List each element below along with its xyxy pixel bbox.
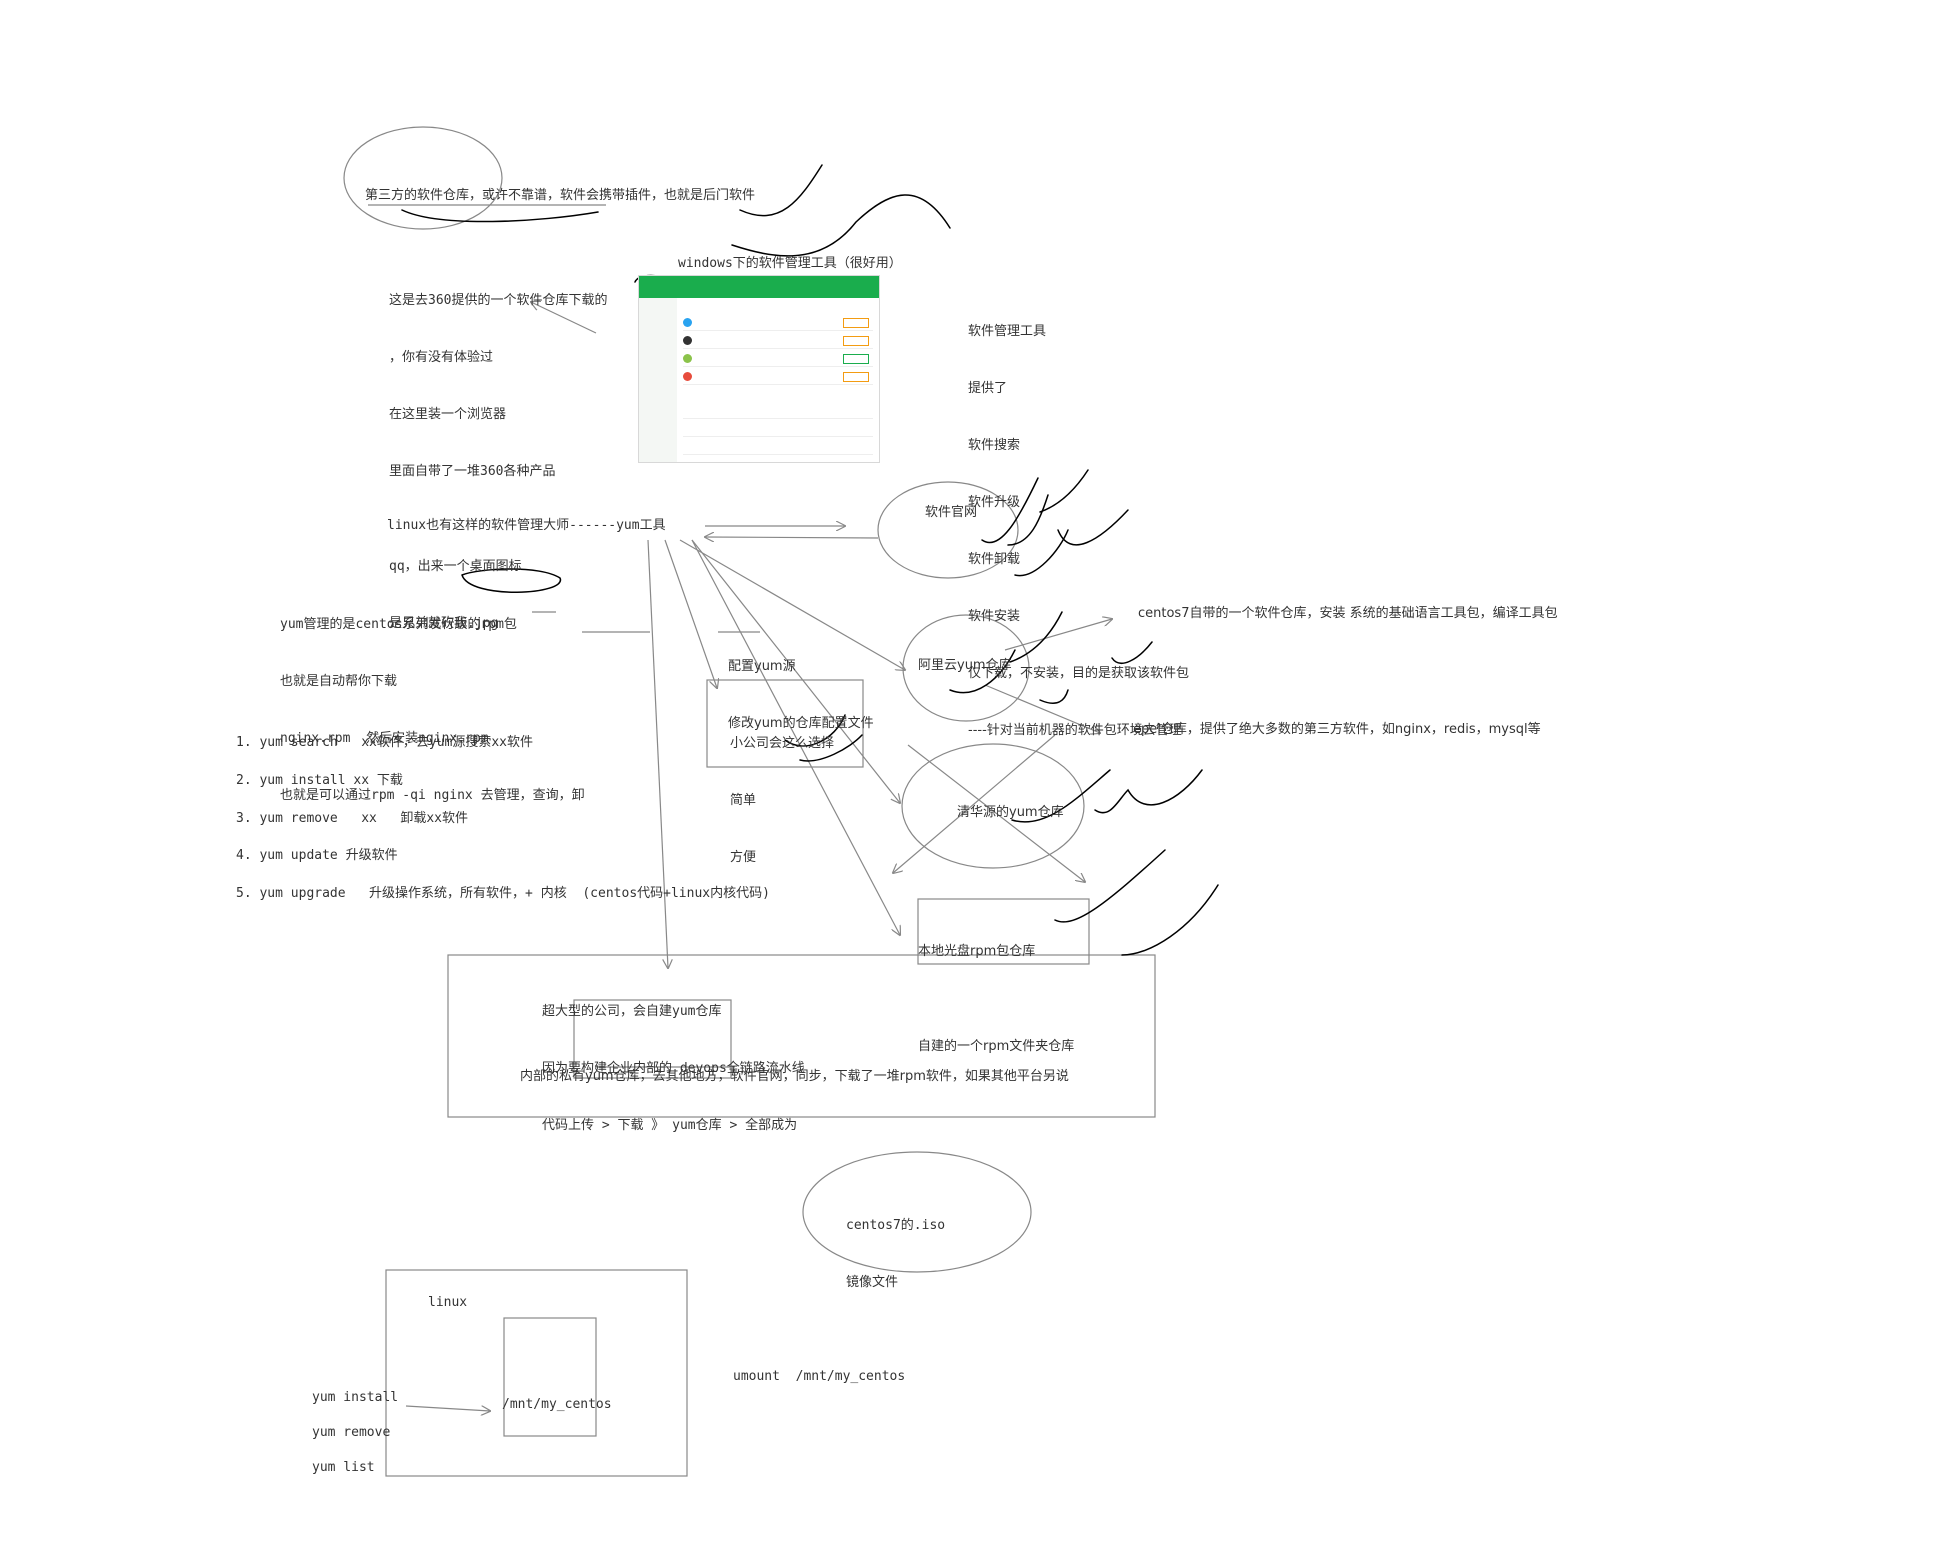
yum-desc-line: nginx.rpm 然后安装nginx.rpm [280, 731, 489, 746]
official-site-label: 软件官网 [925, 505, 978, 520]
screenshot-row [683, 404, 873, 419]
mgmt-tool-line: ----针对当前机器的软件包环境去管理 [968, 723, 1182, 738]
aliyun-label: 阿里云yum仓库 [918, 658, 1012, 673]
local-disc-box [917, 898, 1090, 965]
yum-desc-line: 也就是自动帮你下载 [280, 674, 398, 689]
screenshot-row [683, 422, 873, 437]
note-360-line: ，你有没有体验过 [389, 350, 494, 365]
command-item: 1. yum search xx软件，去yum源搜索xx软件 [236, 735, 534, 750]
big-company-line: 超大型的公司，会自建yum仓库 [542, 1004, 722, 1019]
tsinghua-ellipse [901, 743, 1085, 869]
mnt-box [503, 1317, 597, 1437]
yum-desc-note: yum管理的是centos系列发行版的rpm包 也就是自动帮你下载 nginx.… [280, 577, 585, 824]
yum-desc-line: yum管理的是centos系列发行版的rpm包 [280, 617, 517, 632]
yum-cmd: yum install [312, 1390, 399, 1405]
software-manager-screenshot [638, 275, 880, 463]
yum-desc-line: 也就是可以通过rpm -qi nginx 去管理，查询，卸 [280, 788, 585, 803]
big-company-line: 因为要构建企业内部的 devops全链路流水线 [542, 1061, 805, 1076]
note-360-line: 是兄弟就砍我.jpg [389, 616, 499, 631]
local-disc-line: 自建的一个rpm文件夹仓库 [918, 1039, 1075, 1054]
third-party-ellipse [343, 126, 503, 230]
third-party-note: 第三方的软件仓库，或许不靠谱，软件会携带插件，也就是后门软件 [365, 188, 756, 203]
mgmt-tool-line: 软件搜索 [968, 438, 1021, 453]
linux-box [385, 1269, 688, 1477]
small-company-line: 方便 [730, 850, 757, 865]
tsinghua-label: 清华源的yum仓库 [957, 805, 1064, 820]
big-company-inner-box [573, 999, 732, 1079]
local-disc-line: 本地光盘rpm包仓库 [918, 944, 1036, 959]
command-item: 3. yum remove xx 卸载xx软件 [236, 811, 469, 826]
note-360-line: 这是去360提供的一个软件仓库下载的 [389, 293, 608, 308]
windows-tool-label: windows下的软件管理工具（很好用） [678, 256, 902, 271]
mgmt-tool-line: 软件安装 [968, 609, 1021, 624]
mgmt-tool-line: 软件升级 [968, 495, 1021, 510]
local-disc-note: 本地光盘rpm包仓库 自建的一个rpm文件夹仓库 [918, 904, 1074, 1075]
centos7-repo-note: centos7自带的一个软件仓库，安装 系统的基础语言工具包，编译工具包 [1138, 606, 1558, 621]
yum-cmd: yum remove [312, 1425, 391, 1440]
mgmt-tool-line: 提供了 [968, 381, 1008, 396]
screenshot-row [683, 440, 873, 455]
screenshot-sidebar [639, 298, 677, 462]
yum-cmd: yum list [312, 1460, 375, 1475]
config-yum-line: 配置yum源 [728, 659, 796, 674]
note-360-line: 里面自带了一堆360各种产品 [389, 464, 556, 479]
screenshot-row [683, 334, 873, 349]
command-item: 4. yum update 升级软件 [236, 848, 398, 863]
command-item: 2. yum install xx 下载 [236, 773, 403, 788]
note-360-line: qq，出来一个桌面图标 [389, 559, 522, 574]
big-company-line: 代码上传 > 下载 》 yum仓库 > 全部成为 [542, 1118, 798, 1133]
screenshot-toolbar [639, 276, 879, 298]
epel-note: epel仓库，提供了绝大多数的第三方软件，如nginx，redis，mysql等 [1133, 722, 1541, 737]
small-company-box [706, 679, 864, 768]
screenshot-row [683, 316, 873, 331]
screenshot-row [683, 370, 873, 385]
linux-yum-label: linux也有这样的软件管理大师------yum工具 [387, 518, 666, 533]
centos-iso-note: centos7的.iso 镜像文件 [846, 1178, 945, 1311]
mgmt-tool-line: 软件管理工具 [968, 324, 1047, 339]
centos-iso-line: centos7的.iso [846, 1218, 946, 1233]
umount-command: umount /mnt/my_centos [733, 1369, 906, 1384]
small-company-line: 简单 [730, 793, 757, 808]
note-360-line: 在这里装一个浏览器 [389, 407, 507, 422]
centos-iso-line: 镜像文件 [846, 1275, 899, 1290]
official-site-ellipse [877, 481, 1019, 579]
mgmt-tool-note: 软件管理工具 提供了 软件搜索 软件升级 软件卸载 软件安装 仅下载，不安装，目… [968, 284, 1189, 759]
private-repo-note: 内部的私有yum仓库，去其他地方，软件官网，同步，下载了一堆rpm软件，如果其他… [520, 1069, 1069, 1084]
small-company-line: 小公司会这么选择 [730, 736, 835, 751]
screenshot-row [683, 352, 873, 367]
big-company-box [447, 954, 1156, 1118]
mgmt-tool-line: 软件卸载 [968, 552, 1021, 567]
mnt-path-label: /mnt/my_centos [502, 1397, 612, 1412]
mgmt-tool-line: 仅下载，不安装，目的是获取该软件包 [968, 666, 1190, 681]
command-item: 5. yum upgrade 升级操作系统，所有软件，+ 内核 (centos代… [236, 886, 770, 901]
note-360: 这是去360提供的一个软件仓库下载的 ，你有没有体验过 在这里装一个浏览器 里面… [389, 253, 607, 652]
iso-ellipse [802, 1151, 1032, 1273]
linux-box-label: linux [428, 1295, 468, 1310]
config-yum-note: 配置yum源 修改yum的仓库配置文件 [728, 619, 874, 752]
big-company-note: 超大型的公司，会自建yum仓库 因为要构建企业内部的 devops全链路流水线 … [542, 964, 805, 1154]
config-yum-line: 修改yum的仓库配置文件 [728, 716, 874, 731]
small-company-note: 小公司会这么选择 简单 方便 [730, 696, 834, 886]
